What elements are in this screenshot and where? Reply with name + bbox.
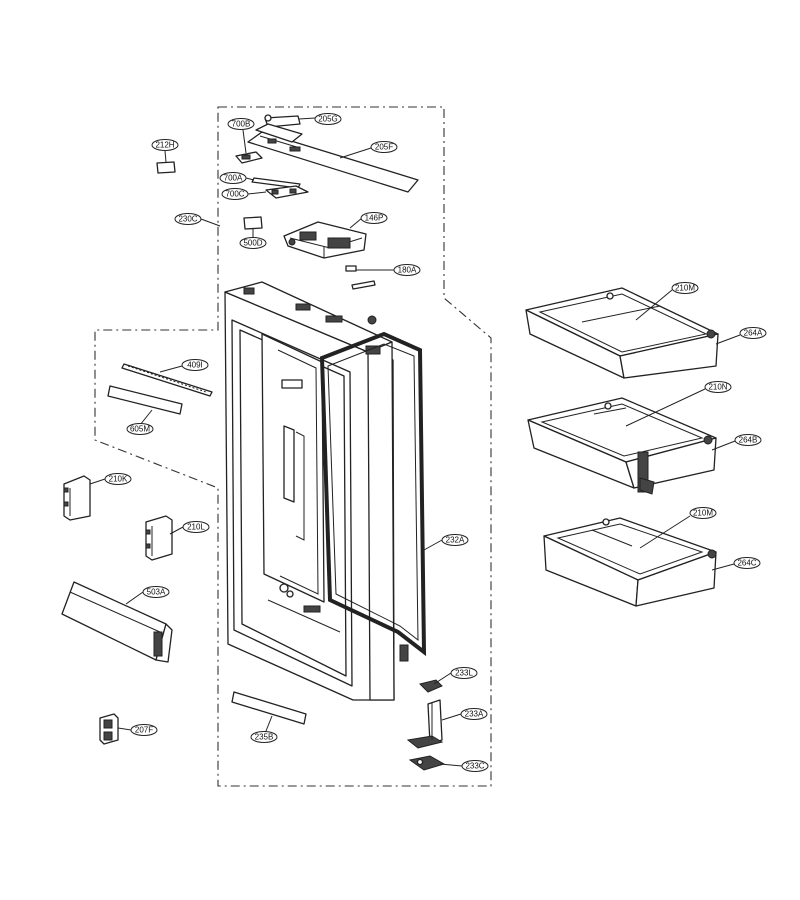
bottom-trim-235B: [231, 691, 307, 725]
svg-text:500D: 500D: [243, 239, 262, 248]
callout-212H: 212H: [151, 139, 179, 151]
svg-text:233L: 233L: [455, 669, 473, 678]
svg-text:210N: 210N: [708, 383, 727, 392]
callout-146P: 146P: [360, 212, 388, 224]
svg-text:210K: 210K: [109, 475, 128, 484]
cover-503A: [61, 581, 173, 663]
svg-text:264C: 264C: [737, 559, 756, 568]
callout-233A: 233A: [460, 708, 488, 720]
svg-text:232A: 232A: [446, 536, 465, 545]
callout-230C: 230C: [174, 213, 202, 225]
callout-700B: 700B: [227, 118, 255, 130]
svg-text:180A: 180A: [398, 266, 417, 275]
callout-264B: 264B: [734, 434, 762, 446]
hinge-part-207F: [99, 713, 119, 745]
callout-235B: 235B: [250, 731, 278, 743]
callout-700C: 700C: [221, 188, 249, 200]
svg-text:205G: 205G: [318, 115, 338, 124]
svg-text:212H: 212H: [155, 141, 174, 150]
label-212H: [156, 161, 176, 174]
svg-text:409I: 409I: [187, 361, 203, 370]
svg-text:207F: 207F: [135, 726, 153, 735]
callout-207F: 207F: [130, 724, 158, 736]
callout-605M: 605M: [126, 423, 154, 435]
connector-180A: [345, 265, 376, 290]
hinge-plate-233C: [408, 755, 446, 771]
assembly-group-outline: [94, 106, 492, 787]
bracket-700C: [265, 185, 309, 199]
callout-210N: 210N: [704, 381, 732, 393]
svg-text:700C: 700C: [225, 190, 244, 199]
callout-210M-top: 210M: [671, 282, 699, 294]
svg-text:233C: 233C: [465, 762, 484, 771]
callout-180A: 180A: [393, 264, 421, 276]
pad-500D: [243, 216, 263, 230]
svg-text:264A: 264A: [744, 329, 763, 338]
callout-700A: 700A: [219, 172, 247, 184]
svg-text:503A: 503A: [147, 588, 166, 597]
bracket-210L: [145, 515, 173, 561]
door-bin-middle: [527, 397, 717, 495]
svg-text:210M: 210M: [675, 284, 695, 293]
trim-cover-605M: [107, 385, 183, 415]
callout-500D: 500D: [239, 237, 267, 249]
callout-503A: 503A: [142, 586, 170, 598]
svg-text:233A: 233A: [465, 710, 484, 719]
dispenser-module-146P: [283, 221, 367, 259]
svg-text:605M: 605M: [130, 425, 150, 434]
svg-text:210L: 210L: [187, 523, 205, 532]
bracket-700B: [235, 151, 263, 164]
svg-text:700B: 700B: [232, 120, 251, 129]
callout-409I: 409I: [181, 359, 209, 371]
callout-205F: 205F: [370, 141, 398, 153]
door-gasket-232A: [319, 331, 427, 657]
door-bin-top: [525, 287, 719, 379]
callout-210K: 210K: [104, 473, 132, 485]
door-gasket-inner: [327, 343, 419, 642]
callout-205G: 205G: [314, 113, 342, 125]
door-frame: [224, 281, 409, 701]
svg-text:146P: 146P: [365, 214, 384, 223]
hinge-bracket-233L: [419, 679, 443, 693]
bracket-210K: [63, 475, 91, 521]
hinge-bracket-233A: [406, 699, 444, 749]
svg-text:230C: 230C: [178, 215, 197, 224]
callout-232A: 232A: [441, 534, 469, 546]
svg-text:264B: 264B: [739, 436, 758, 445]
trim-bar-409I: [121, 363, 213, 397]
callout-264C: 264C: [733, 557, 761, 569]
svg-text:235B: 235B: [255, 733, 274, 742]
callout-210L: 210L: [182, 521, 210, 533]
leader-lines: [89, 117, 741, 767]
svg-text:205F: 205F: [375, 143, 393, 152]
svg-text:700A: 700A: [224, 174, 243, 183]
callout-264A: 264A: [739, 327, 767, 339]
door-bin-bottom: [543, 517, 717, 607]
callout-233L: 233L: [450, 667, 478, 679]
top-cap-205F: [247, 123, 419, 193]
callout-210M-bottom: 210M: [689, 507, 717, 519]
svg-text:210M: 210M: [693, 509, 713, 518]
callout-233C: 233C: [461, 760, 489, 772]
